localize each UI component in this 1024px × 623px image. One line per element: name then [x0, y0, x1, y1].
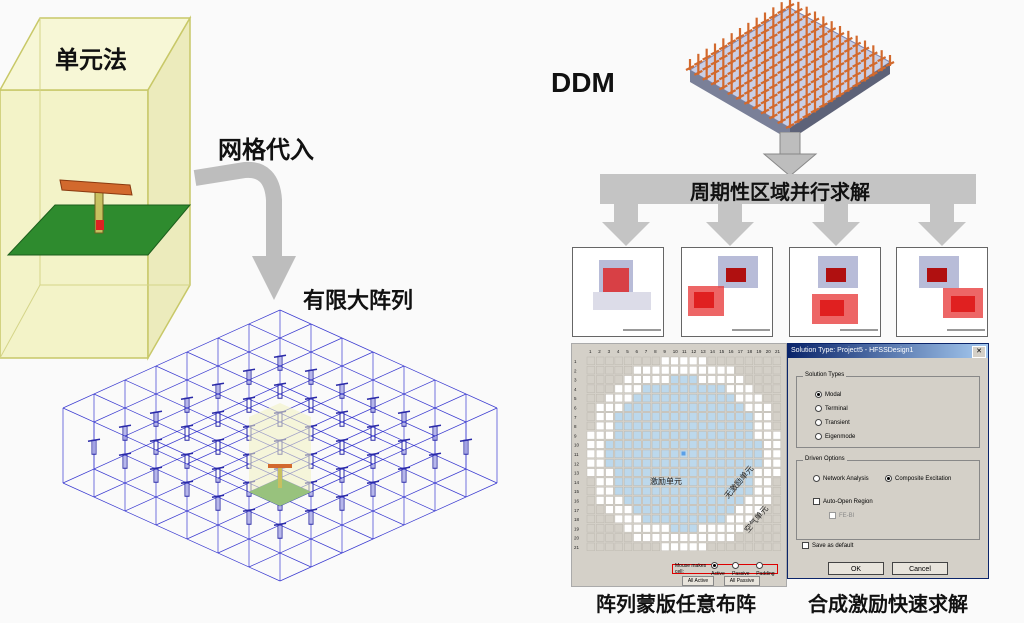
- svg-text:12: 12: [691, 349, 697, 354]
- svg-text:1: 1: [574, 359, 577, 364]
- domain-thumbnail-4: [896, 247, 988, 337]
- svg-text:17: 17: [574, 508, 580, 513]
- periodic-branch-arrows: [600, 174, 976, 246]
- modal-radio[interactable]: Modal: [815, 391, 841, 398]
- periodic-solve-label: 周期性区域并行求解: [690, 182, 870, 204]
- svg-text:16: 16: [574, 499, 580, 504]
- svg-text:7: 7: [574, 415, 577, 420]
- transient-radio[interactable]: Transient: [815, 419, 850, 426]
- mouse-mode-label: Mouse makes cell:: [675, 563, 707, 575]
- mesh-import-arrow: [193, 161, 296, 300]
- domain-thumbnail-3: [789, 247, 881, 337]
- domain-thumbnail-2: [681, 247, 773, 337]
- svg-text:21: 21: [775, 349, 781, 354]
- svg-text:10: 10: [574, 443, 580, 448]
- svg-text:11: 11: [682, 349, 687, 354]
- solution-type-dialog: Solution Type: Project5 - HFSSDesign1 ✕ …: [787, 343, 989, 579]
- array-mask-caption: 阵列蒙版任意布阵: [596, 594, 756, 616]
- finite-array-diagram: [62, 309, 498, 582]
- excited-cell-label: 激励单元: [650, 477, 682, 486]
- svg-text:3: 3: [574, 378, 577, 383]
- save-default-checkbox[interactable]: Save as default: [802, 542, 853, 549]
- svg-text:2: 2: [574, 368, 577, 373]
- ok-button[interactable]: OK: [828, 562, 884, 575]
- solution-types-label: Solution Types: [803, 372, 847, 378]
- svg-text:2: 2: [598, 349, 601, 354]
- svg-text:20: 20: [574, 536, 580, 541]
- svg-text:13: 13: [574, 471, 580, 476]
- driven-options-label: Driven Options: [803, 456, 847, 462]
- svg-text:16: 16: [729, 349, 735, 354]
- svg-text:10: 10: [673, 349, 679, 354]
- mesh-import-label: 网格代入: [218, 137, 314, 164]
- fe-bi-checkbox[interactable]: FE-BI: [829, 512, 854, 519]
- svg-text:8: 8: [574, 424, 577, 429]
- down-arrow: [762, 132, 818, 177]
- svg-text:13: 13: [701, 349, 707, 354]
- dialog-title: Solution Type: Project5 - HFSSDesign1: [791, 347, 914, 354]
- mode-passive-radio[interactable]: Passive: [732, 561, 752, 577]
- svg-text:4: 4: [574, 387, 577, 392]
- svg-text:20: 20: [766, 349, 772, 354]
- finite-array-label: 有限大阵列: [303, 288, 414, 313]
- mode-padding-radio[interactable]: Padding: [756, 561, 777, 577]
- svg-text:11: 11: [574, 452, 579, 457]
- svg-text:3: 3: [608, 349, 611, 354]
- svg-text:8: 8: [654, 349, 657, 354]
- svg-text:9: 9: [663, 349, 666, 354]
- svg-text:21: 21: [574, 545, 580, 550]
- svg-text:12: 12: [574, 461, 580, 466]
- svg-text:14: 14: [710, 349, 716, 354]
- svg-text:1: 1: [589, 349, 592, 354]
- svg-text:15: 15: [719, 349, 725, 354]
- ddm-title: DDM: [551, 67, 615, 98]
- composite-excitation-radio[interactable]: Composite Excitation: [885, 475, 951, 482]
- domain-thumbnail-1: [572, 247, 664, 337]
- ddm-array-diagram: [685, 0, 895, 140]
- dialog-title-bar: Solution Type: Project5 - HFSSDesign1 ✕: [788, 344, 988, 358]
- driven-options-group: Driven Options Network Analysis Composit…: [796, 456, 980, 540]
- unit-cell-title: 单元法: [55, 47, 127, 74]
- svg-text:5: 5: [626, 349, 629, 354]
- mouse-mode-group: Mouse makes cell: Active Passive Padding: [672, 561, 778, 577]
- solution-types-group: Solution Types Modal Terminal Transient …: [796, 372, 980, 448]
- svg-text:4: 4: [617, 349, 620, 354]
- network-analysis-radio[interactable]: Network Analysis: [813, 475, 869, 482]
- cancel-button[interactable]: Cancel: [892, 562, 948, 575]
- svg-text:7: 7: [645, 349, 648, 354]
- svg-text:18: 18: [574, 517, 580, 522]
- svg-text:15: 15: [574, 489, 580, 494]
- svg-text:5: 5: [574, 396, 577, 401]
- close-icon[interactable]: ✕: [972, 346, 986, 358]
- auto-open-region-checkbox[interactable]: Auto-Open Region: [813, 498, 873, 505]
- svg-text:6: 6: [636, 349, 639, 354]
- eigenmode-radio[interactable]: Eigenmode: [815, 433, 855, 440]
- all-active-button[interactable]: All Active: [682, 576, 714, 586]
- composite-excitation-caption: 合成激励快速求解: [808, 594, 968, 616]
- svg-text:19: 19: [574, 526, 580, 531]
- svg-text:18: 18: [747, 349, 753, 354]
- terminal-radio[interactable]: Terminal: [815, 405, 848, 412]
- svg-text:6: 6: [574, 406, 577, 411]
- svg-text:9: 9: [574, 433, 577, 438]
- svg-text:17: 17: [738, 349, 744, 354]
- svg-text:14: 14: [574, 480, 580, 485]
- svg-text:19: 19: [756, 349, 762, 354]
- unit-cell-diagram: [0, 15, 192, 361]
- all-passive-button[interactable]: All Passive: [724, 576, 760, 586]
- mode-active-radio[interactable]: Active: [711, 561, 728, 577]
